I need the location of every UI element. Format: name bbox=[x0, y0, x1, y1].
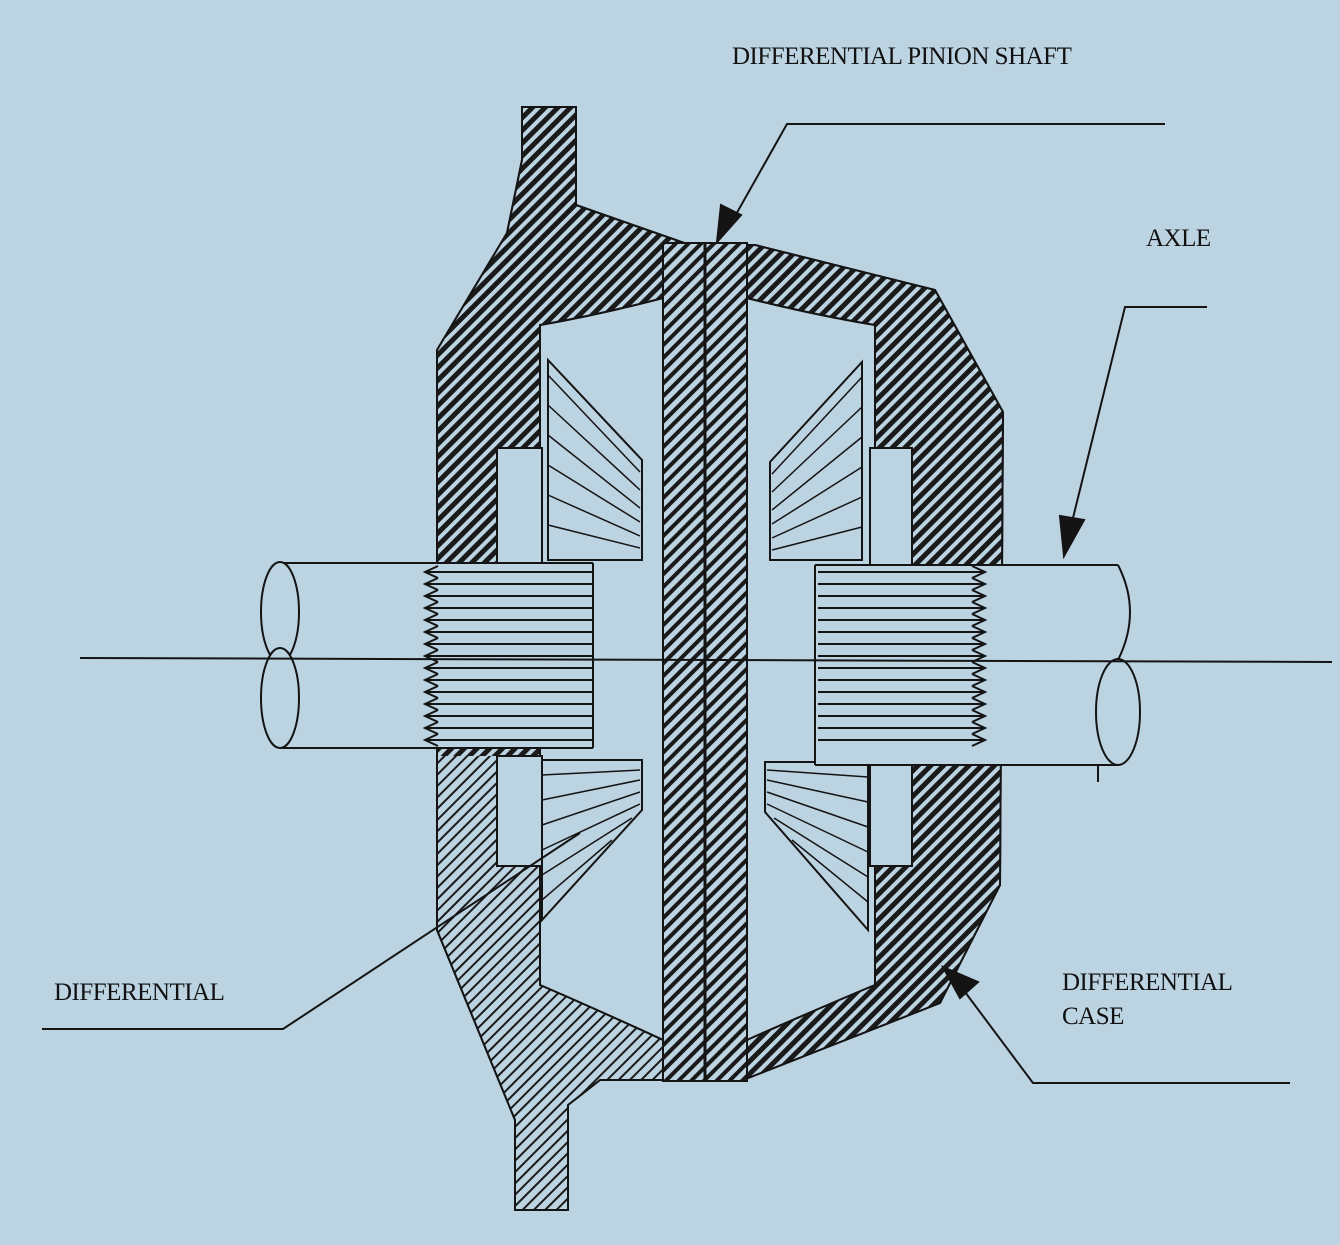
label-axle: AXLE bbox=[1146, 225, 1211, 252]
pinion-shaft bbox=[662, 242, 748, 1082]
leader-pinion-shaft bbox=[715, 123, 1165, 246]
bevel-gear-lower-left bbox=[541, 759, 643, 923]
right-axle bbox=[814, 564, 1141, 782]
label-differential-case-line1: DIFFERENTIAL bbox=[1062, 969, 1233, 996]
label-differential-case-line2: CASE bbox=[1062, 1003, 1124, 1030]
center-line bbox=[79, 657, 1333, 663]
bevel-gear-lower-right bbox=[764, 761, 869, 933]
right-axle-splines bbox=[818, 565, 988, 747]
label-differential: DIFFERENTIAL bbox=[54, 979, 225, 1006]
leader-axle bbox=[1058, 306, 1207, 560]
bevel-gear-upper-right bbox=[769, 359, 863, 561]
bevel-gear-upper-left bbox=[547, 357, 643, 561]
label-differential-case: DIFFERENTIAL CASE bbox=[1062, 966, 1233, 1034]
leader-differential-case bbox=[940, 964, 1290, 1084]
leader-differential bbox=[42, 832, 581, 1030]
left-axle-splines bbox=[422, 565, 593, 747]
label-pinion-shaft: DIFFERENTIAL PINION SHAFT bbox=[732, 43, 1072, 70]
